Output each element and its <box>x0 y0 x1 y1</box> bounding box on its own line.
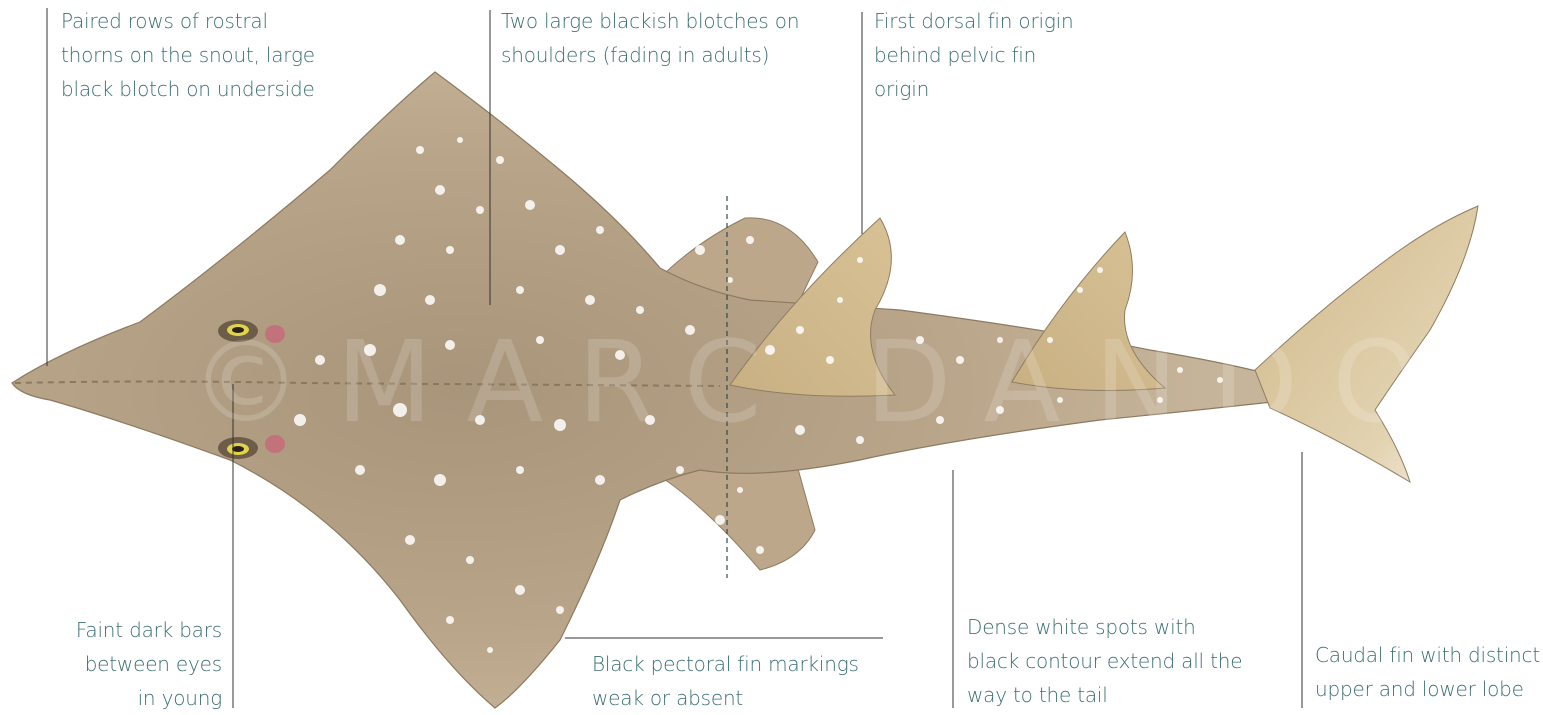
annotation-pectoral-markings: Black pectoral fin markings weak or abse… <box>592 647 859 715</box>
watermark: ©MARC DANDO <box>190 318 1454 448</box>
annotation-white-spots: Dense white spots with black contour ext… <box>967 610 1242 712</box>
annotation-shoulder-blotches: Two large blackish blotches on shoulders… <box>501 4 799 72</box>
annotation-rostral-thorns: Paired rows of rostral thorns on the sno… <box>61 4 315 106</box>
annotation-first-dorsal: First dorsal fin origin behind pelvic fi… <box>874 4 1073 106</box>
annotation-caudal-fin: Caudal fin with distinct upper and lower… <box>1315 638 1540 706</box>
annotation-dark-bars: Faint dark bars between eyes in young <box>40 613 222 715</box>
